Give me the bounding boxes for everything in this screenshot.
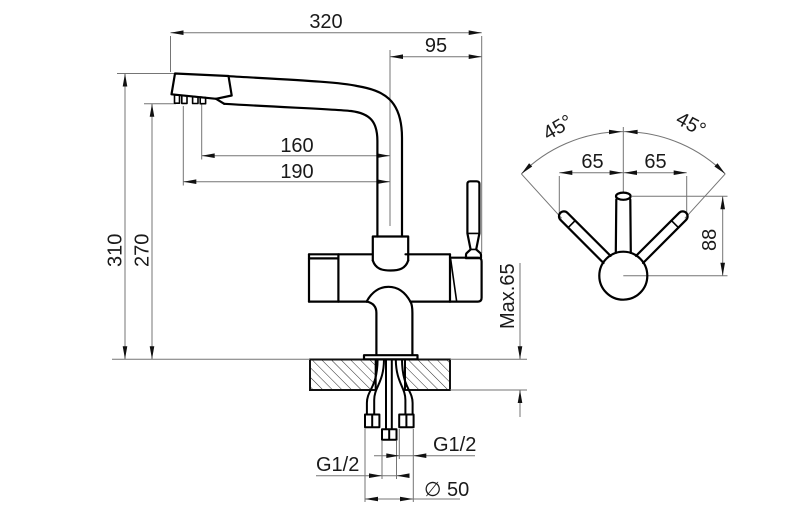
left-handle-cap-line	[567, 220, 576, 229]
faucet-top	[557, 191, 689, 301]
dim-label-310: 310	[105, 234, 127, 267]
lever-handle	[464, 180, 483, 260]
side-view-labels: 320 95 160 190 310 270 Max.65 G1/2 G1/2 …	[105, 11, 520, 501]
dim-label-g12-right: G1/2	[433, 434, 476, 456]
countertop-section	[309, 358, 451, 391]
spout-head	[170, 72, 233, 100]
aerator-tooth	[181, 94, 188, 105]
extension-lines-bottom	[364, 428, 414, 502]
filter-pipe-connector	[381, 428, 398, 441]
dim-label-max65: Max.65	[497, 263, 519, 329]
ext-lines-88	[623, 195, 728, 277]
collar-dome	[371, 259, 410, 272]
center-handle	[614, 198, 632, 254]
center-handle-cap	[614, 191, 632, 201]
left-hose	[365, 359, 385, 415]
right-hose	[394, 359, 414, 415]
faucet-base-circle	[598, 250, 649, 301]
side-view: 320 95 160 190 310 270 Max.65 G1/2 G1/2 …	[105, 11, 527, 502]
faucet-side	[170, 72, 483, 441]
right-handle-45	[634, 210, 689, 265]
filter-pipe	[385, 359, 393, 430]
spout-tube-outer	[227, 75, 404, 238]
right-handle-cap-line	[670, 220, 679, 229]
dimension-lines	[112, 32, 527, 502]
left-handle-45	[557, 210, 612, 265]
aerator-tooth	[173, 94, 181, 104]
handle-view-arrows	[521, 129, 726, 276]
dimension-arrows	[122, 30, 523, 502]
dim-label-160: 160	[280, 135, 313, 157]
dim-label-88: 88	[699, 229, 721, 251]
spout-tube-inner	[223, 102, 379, 238]
dim-label-g12-left: G1/2	[316, 454, 359, 476]
dim-label-d50: ∅ 50	[424, 479, 469, 501]
supply-connections	[364, 359, 415, 441]
spout-collar	[371, 235, 410, 262]
extension-lines-vertical	[170, 36, 483, 253]
left-hose-connector	[364, 413, 381, 429]
dim-label-270: 270	[132, 234, 154, 267]
extension-lines-horizontal	[112, 73, 527, 391]
handle-axis-extensions	[521, 173, 726, 219]
aerator-tooth	[199, 96, 207, 105]
dim-label-65-left: 65	[581, 151, 603, 173]
aerator-tooth	[191, 95, 199, 105]
body-right-shading	[449, 258, 458, 302]
handle-view-dimension-lines	[521, 127, 728, 277]
dim-label-190: 190	[280, 161, 313, 183]
base-column	[365, 300, 414, 357]
base-flange	[362, 354, 419, 361]
right-hose-connector	[398, 413, 415, 429]
countertop-right-block	[404, 358, 451, 391]
body-left-cap-lines	[307, 253, 340, 303]
base-dome	[365, 285, 412, 303]
countertop-left-block	[309, 358, 377, 391]
lever-joint-lines	[467, 232, 480, 251]
dim-label-95: 95	[425, 35, 447, 57]
dim-label-320: 320	[309, 11, 342, 33]
spout-head-step	[214, 97, 226, 105]
dim-label-65-right: 65	[644, 151, 666, 173]
